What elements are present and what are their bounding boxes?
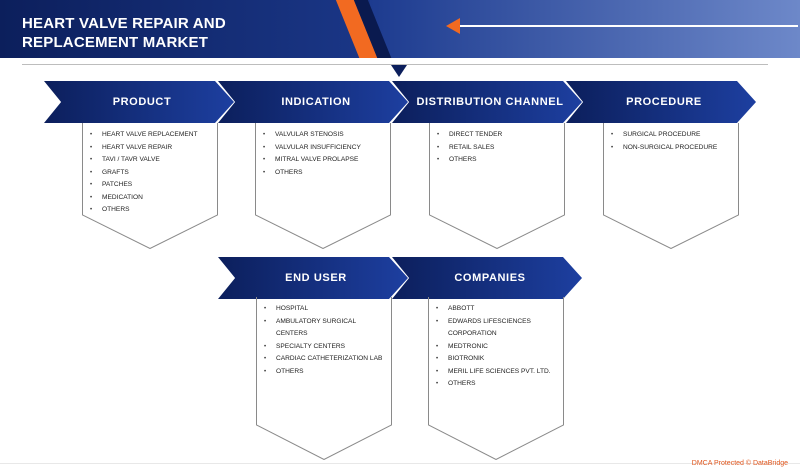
list-item: DIRECT TENDER [437, 129, 557, 142]
list-item: NON-SURGICAL PROCEDURE [611, 142, 731, 155]
list-item: GRAFTS [90, 167, 210, 180]
list-item: OTHERS [437, 154, 557, 167]
segment-card-companies: ABBOTT EDWARDS LIFESCIENCES CORPORATION … [428, 297, 564, 460]
segment-label: END USER [285, 272, 347, 284]
segment-header-distribution-channel: DISTRIBUTION CHANNEL [392, 81, 582, 123]
segment-list: HOSPITAL AMBULATORY SURGICAL CENTERS SPE… [256, 297, 392, 378]
list-item: BIOTRONIK [436, 353, 556, 366]
list-item: MITRAL VALVE PROLAPSE [263, 154, 383, 167]
header-arrow-line [458, 25, 798, 27]
segment-header-companies: COMPANIES [392, 257, 582, 299]
footer-credit: DMCA Protected © DataBridge [691, 460, 788, 467]
segment-header-product: PRODUCT [44, 81, 234, 123]
segment-label: COMPANIES [454, 272, 526, 284]
card-outline [428, 297, 564, 460]
list-item: MEDICATION [90, 192, 210, 205]
segment-label: INDICATION [281, 96, 351, 108]
segment-card-procedure: SURGICAL PROCEDURE NON-SURGICAL PROCEDUR… [603, 123, 739, 249]
list-item: OTHERS [264, 366, 384, 379]
segment-header-procedure: PROCEDURE [566, 81, 756, 123]
list-item: HEART VALVE REPAIR [90, 142, 210, 155]
list-item: CARDIAC CATHETERIZATION LAB [264, 353, 384, 366]
segment-card-end-user: HOSPITAL AMBULATORY SURGICAL CENTERS SPE… [256, 297, 392, 460]
list-item: OTHERS [436, 378, 556, 391]
list-item: ABBOTT [436, 303, 556, 316]
segment-card-product: HEART VALVE REPLACEMENT HEART VALVE REPA… [82, 123, 218, 249]
list-item: HOSPITAL [264, 303, 384, 316]
segment-card-indication: VALVULAR STENOSIS VALVULAR INSUFFICIENCY… [255, 123, 391, 249]
card-outline [429, 123, 565, 249]
page-title: HEART VALVE REPAIR AND REPLACEMENT MARKE… [22, 15, 226, 51]
header-gradient [370, 0, 800, 58]
list-item: EDWARDS LIFESCIENCES CORPORATION [436, 316, 556, 341]
segment-list: ABBOTT EDWARDS LIFESCIENCES CORPORATION … [428, 297, 564, 391]
list-item: VALVULAR INSUFFICIENCY [263, 142, 383, 155]
segment-header-indication: INDICATION [218, 81, 408, 123]
list-item: PATCHES [90, 179, 210, 192]
list-item: AMBULATORY SURGICAL CENTERS [264, 316, 384, 341]
segment-list: SURGICAL PROCEDURE NON-SURGICAL PROCEDUR… [603, 123, 739, 154]
segment-list: HEART VALVE REPLACEMENT HEART VALVE REPA… [82, 123, 218, 217]
segment-list: VALVULAR STENOSIS VALVULAR INSUFFICIENCY… [255, 123, 391, 179]
segment-header-end-user: END USER [218, 257, 408, 299]
card-outline [82, 123, 218, 249]
list-item: OTHERS [263, 167, 383, 180]
segment-card-distribution-channel: DIRECT TENDER RETAIL SALES OTHERS [429, 123, 565, 249]
list-item: VALVULAR STENOSIS [263, 129, 383, 142]
card-outline [603, 123, 739, 249]
list-item: RETAIL SALES [437, 142, 557, 155]
header-banner: HEART VALVE REPAIR AND REPLACEMENT MARKE… [0, 0, 800, 58]
list-item: SPECIALTY CENTERS [264, 341, 384, 354]
segment-list: DIRECT TENDER RETAIL SALES OTHERS [429, 123, 565, 167]
left-arrow-icon [446, 18, 460, 34]
segment-label: DISTRIBUTION CHANNEL [416, 96, 564, 108]
card-outline [255, 123, 391, 249]
segment-label: PROCEDURE [626, 96, 702, 108]
list-item: OTHERS [90, 204, 210, 217]
segment-label: PRODUCT [112, 96, 172, 108]
list-item: HEART VALVE REPLACEMENT [90, 129, 210, 142]
down-triangle-icon [391, 65, 407, 77]
footer-divider [0, 463, 800, 464]
card-outline [256, 297, 392, 460]
list-item: MEDTRONIC [436, 341, 556, 354]
list-item: SURGICAL PROCEDURE [611, 129, 731, 142]
list-item: MERIL LIFE SCIENCES PVT. LTD. [436, 366, 556, 379]
divider [22, 64, 768, 65]
list-item: TAVI / TAVR VALVE [90, 154, 210, 167]
